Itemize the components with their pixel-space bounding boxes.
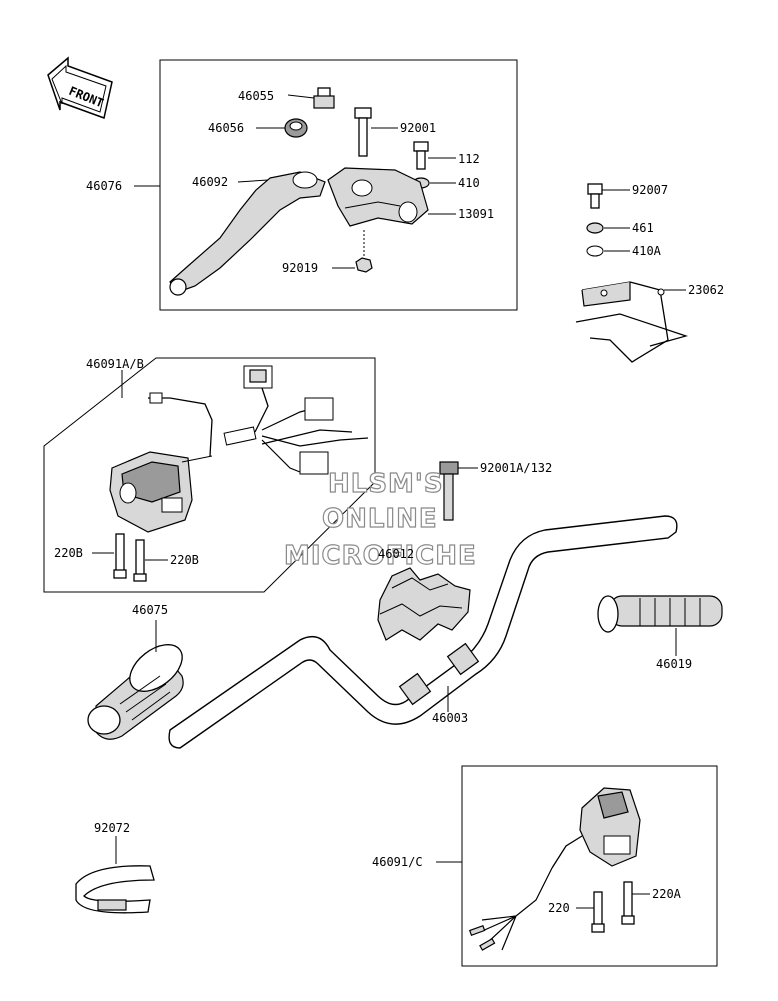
label-23062: 23062 (688, 283, 724, 297)
adjuster-screw-part (313, 87, 335, 109)
screw-220-part (591, 891, 605, 933)
bracket-23062-part (575, 281, 689, 363)
right-switch-housing-part (551, 787, 641, 869)
label-92001: 92001 (400, 121, 436, 135)
switch-housing-part (109, 451, 213, 533)
label-46055: 46055 (238, 89, 274, 103)
label-92001a-132: 92001A/132 (480, 461, 552, 475)
left-grip-part (87, 644, 184, 740)
label-92019: 92019 (282, 261, 318, 275)
nut-92019-part (355, 257, 373, 273)
front-arrow-icon: FRONT (47, 56, 113, 119)
label-46091c: 46091/C (372, 855, 423, 869)
lever-holder-part (327, 167, 429, 227)
washer-410a-part (586, 245, 604, 257)
clutch-lever-part (169, 171, 326, 296)
label-410a: 410A (632, 244, 662, 258)
watermark-line2: ONLINE (322, 504, 438, 534)
label-46076: 46076 (86, 179, 122, 193)
label-410: 410 (458, 176, 480, 190)
label-220: 220 (548, 901, 570, 915)
switch-wiring-part (148, 365, 369, 475)
lever-assembly-frame (159, 59, 518, 311)
label-92072: 92072 (94, 821, 130, 835)
label-13091: 13091 (458, 207, 494, 221)
clamp-bolt-part (413, 141, 429, 170)
switch-assembly-frame (43, 357, 376, 593)
label-46056: 46056 (208, 121, 244, 135)
screw-220b-left-part (113, 533, 127, 579)
label-220a: 220A (652, 887, 682, 901)
pivot-bolt-part (354, 107, 372, 157)
bolt-92001a-part (439, 461, 459, 521)
label-46075: 46075 (132, 603, 168, 617)
right-grip-part (597, 595, 723, 633)
handlebar-part (168, 515, 678, 749)
label-46012: 46012 (378, 547, 414, 561)
handlebar-holder-part (377, 567, 471, 641)
label-461: 461 (632, 221, 654, 235)
band-92072-part (75, 865, 155, 914)
right-switch-frame (461, 765, 718, 967)
label-112: 112 (458, 152, 480, 166)
watermark-line1: HLSM'S (328, 469, 444, 499)
adjuster-knob-part (284, 118, 308, 138)
label-92007: 92007 (632, 183, 668, 197)
screw-220b-right-part (133, 539, 147, 582)
label-46092: 46092 (192, 175, 228, 189)
nut-461-part (586, 222, 604, 234)
watermark-line3: MICROFICHE (284, 541, 477, 571)
right-switch-wires-part (468, 867, 553, 951)
screw-220a-part (621, 881, 635, 925)
bolt-92007-part (587, 183, 603, 209)
label-220b-left: 220B (54, 546, 83, 560)
label-220b-right: 220B (170, 553, 199, 567)
label-46003: 46003 (432, 711, 468, 725)
label-46091ab: 46091A/B (86, 357, 144, 371)
label-46019: 46019 (656, 657, 692, 671)
